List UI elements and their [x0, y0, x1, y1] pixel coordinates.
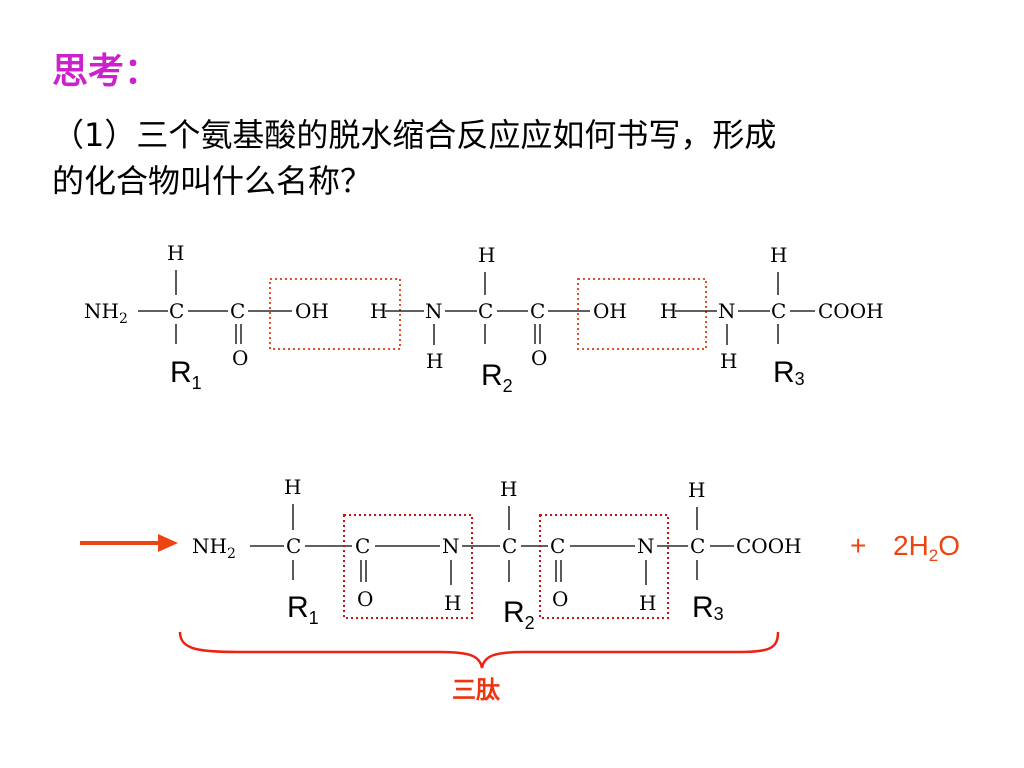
- hydrogen-amine-3: H: [660, 299, 677, 323]
- carboxyl-end: COOH: [818, 299, 884, 323]
- product-hydrogen-top-2: H: [500, 477, 517, 501]
- product-hydrogen-top-3: H: [688, 478, 705, 502]
- product-carbonyl-carbon-2: C: [550, 534, 565, 558]
- product-row: NH2 C H R1 C O N H C H R2 C O N H: [80, 475, 960, 704]
- hydrogen-n-3: H: [720, 349, 737, 373]
- question-text: （1）三个氨基酸的脱水缩合反应应如何书写，形成 的化合物叫什么名称？: [52, 112, 982, 204]
- product-oxygen-1: O: [357, 587, 373, 611]
- product-carboxyl-end: COOH: [736, 534, 802, 558]
- product-r3-group: R3: [692, 591, 724, 624]
- hydrogen-amine-2: H: [370, 299, 387, 323]
- alpha-carbon-3: C: [771, 299, 786, 323]
- plus-sign: +: [850, 530, 866, 561]
- product-alpha-carbon-2: C: [502, 534, 517, 558]
- r1-group: R1: [170, 356, 202, 393]
- amino-group: NH2: [84, 299, 128, 327]
- alpha-carbon-2: C: [478, 299, 493, 323]
- hydrogen-top-2: H: [478, 243, 495, 267]
- product-r1-group: R1: [287, 591, 319, 628]
- product-r2-group: R2: [503, 596, 535, 633]
- hydrogen-top-1: H: [167, 241, 184, 265]
- nitrogen-2: N: [425, 299, 443, 323]
- product-hydrogen-top-1: H: [284, 475, 301, 499]
- product-hydrogen-n-2: H: [444, 591, 461, 615]
- reaction-arrow-head: [158, 534, 178, 552]
- hydrogen-top-3: H: [770, 243, 787, 267]
- product-amino-group: NH2: [192, 534, 236, 562]
- r3-group: R3: [773, 356, 805, 389]
- product-oxygen-2: O: [552, 587, 568, 611]
- product-alpha-carbon-3: C: [690, 534, 705, 558]
- hydrogen-n-2: H: [426, 349, 443, 373]
- product-carbonyl-carbon-1: C: [355, 534, 370, 558]
- carbonyl-carbon-1: C: [230, 299, 245, 323]
- r2-group: R2: [481, 359, 513, 396]
- slide-heading: 思考：: [52, 51, 161, 92]
- tripeptide-label: 三肽: [452, 676, 501, 704]
- carbonyl-carbon-2: C: [530, 299, 545, 323]
- peptide-bond-box-2: [539, 514, 669, 619]
- water-removal-box-2: [577, 278, 707, 350]
- peptide-bond-box-1: [343, 514, 473, 619]
- nitrogen-3: N: [718, 299, 736, 323]
- product-nitrogen-2: N: [442, 534, 460, 558]
- product-alpha-carbon-1: C: [286, 534, 301, 558]
- hydroxyl-2: OH: [593, 299, 627, 323]
- oxygen-1: O: [232, 346, 248, 370]
- hydroxyl-1: OH: [295, 299, 329, 323]
- oxygen-2: O: [531, 346, 547, 370]
- product-hydrogen-n-3: H: [639, 591, 656, 615]
- water-removal-box-1: [269, 278, 401, 350]
- alpha-carbon-1: C: [169, 299, 184, 323]
- question-line-1: （1）三个氨基酸的脱水缩合反应应如何书写，形成: [52, 116, 777, 154]
- question-line-2: 的化合物叫什么名称？: [52, 162, 373, 200]
- product-nitrogen-3: N: [637, 534, 655, 558]
- water-byproduct: 2H2O: [893, 530, 960, 565]
- reactants-row: NH2 C H R1 C O OH H N H C H R2 C O OH H: [84, 241, 884, 396]
- tripeptide-brace: [178, 631, 780, 669]
